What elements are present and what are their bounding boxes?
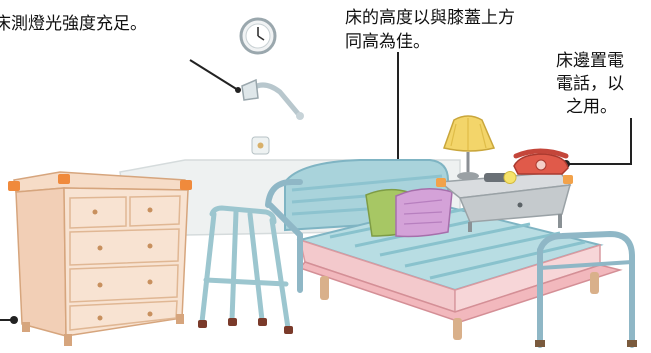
wall-lamp-icon (241, 78, 304, 120)
walker-feet (198, 318, 293, 334)
leader-dot-dresser (10, 316, 18, 324)
callout-phone-line3: 之用。 (566, 97, 617, 117)
callout-bed-height-line1: 床的高度以與膝蓋上方 (345, 8, 515, 28)
leader-line-phone (566, 118, 632, 165)
light-switch-icon (251, 136, 270, 155)
telephone-icon (513, 148, 569, 175)
flashlight-icon (484, 171, 517, 184)
callout-phone-line2: 電話，以 (556, 74, 624, 94)
callout-bed-height-line2: 同高為佳。 (345, 32, 430, 52)
clock-icon (239, 17, 277, 55)
callout-lighting: 床測燈光強度充足。 (0, 14, 147, 34)
dresser-icon (8, 171, 192, 346)
leader-line-lighting (189, 59, 239, 91)
leader-dot-lighting (235, 87, 241, 93)
walker-icon (199, 205, 291, 331)
table-lamp-icon (443, 115, 496, 180)
nightstand-icon (436, 171, 573, 232)
pillow-icon (365, 188, 453, 238)
callout-phone-line1: 床邊置電 (556, 51, 624, 71)
